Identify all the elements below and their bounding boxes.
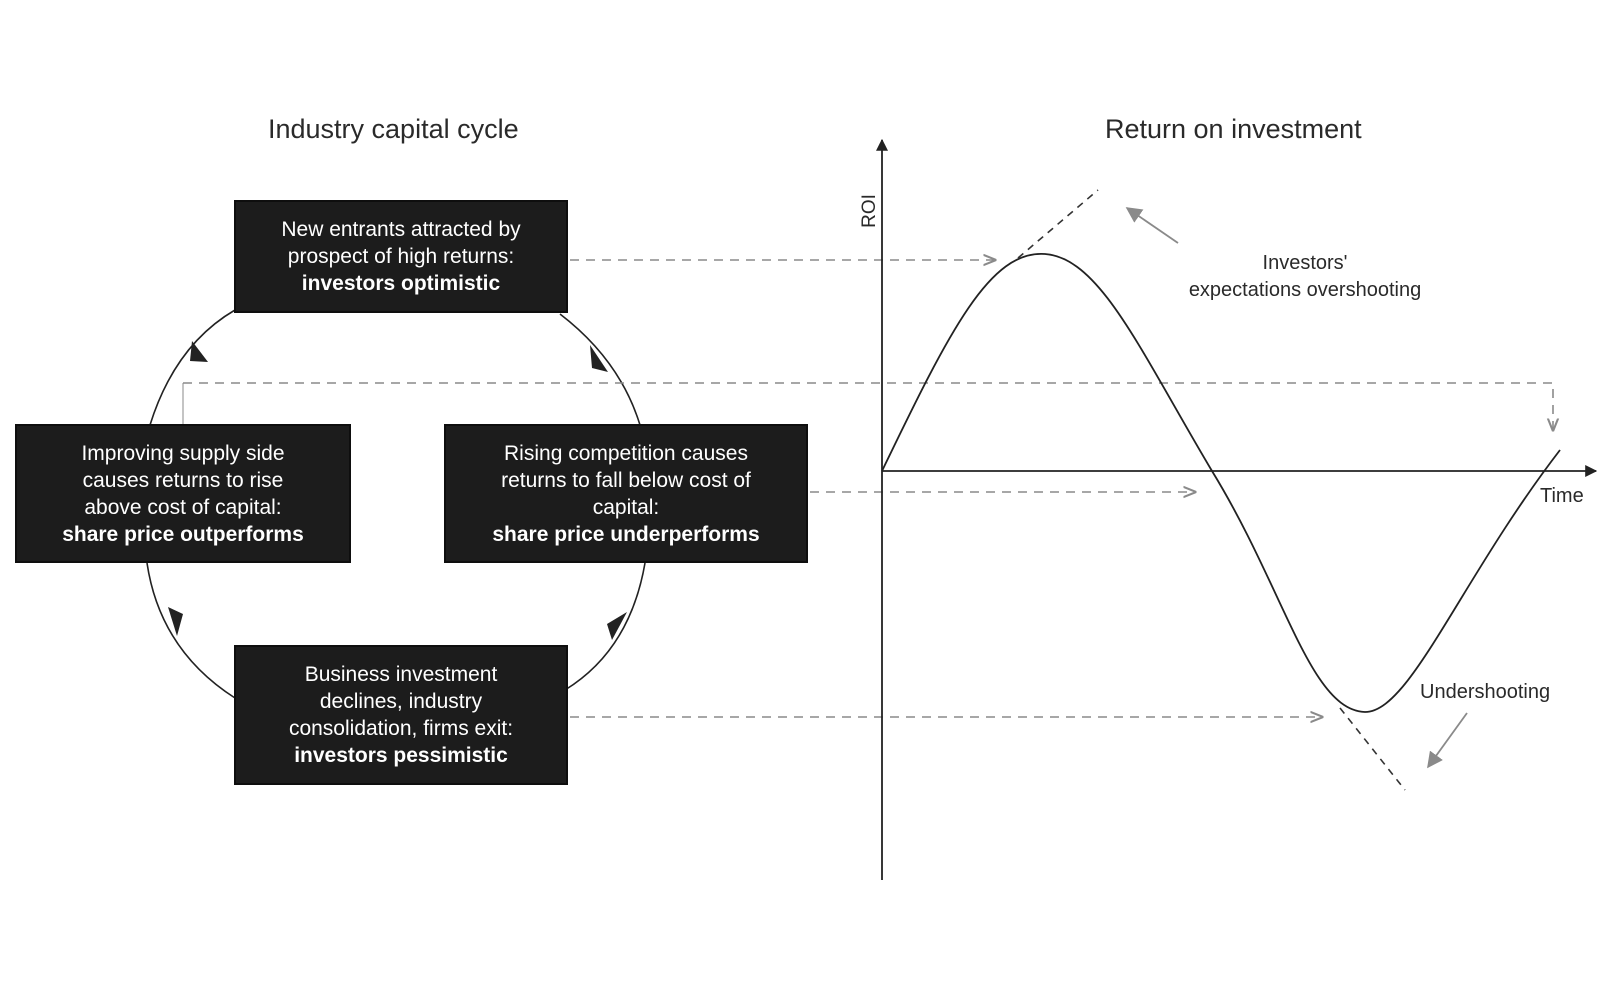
box-text-bold: share price outperforms xyxy=(62,522,304,546)
x-axis-label: Time xyxy=(1540,485,1584,507)
box-improving-supply: Improving supply side causes returns to … xyxy=(15,424,351,563)
box-new-entrants: New entrants attracted by prospect of hi… xyxy=(234,200,568,313)
right-panel-title: Return on investment xyxy=(1105,114,1362,144)
box-text-line: causes returns to rise xyxy=(82,468,284,492)
box-text-line: consolidation, firms exit: xyxy=(288,717,514,740)
undershoot-annotation: Undershooting xyxy=(1420,681,1551,703)
box-text-bold: investors pessimistic xyxy=(294,744,508,767)
box-text-bold: share price underperforms xyxy=(492,522,760,546)
undershoot-tangent xyxy=(1339,707,1406,791)
box-text-bold: investors optimistic xyxy=(301,272,501,295)
box-text-line: Rising competition causes xyxy=(504,441,748,465)
undershoot-arrow xyxy=(1427,712,1468,769)
box-text-line: Improving supply side xyxy=(81,441,285,465)
overshoot-arrow xyxy=(1125,207,1179,244)
overshoot-tangent xyxy=(1017,189,1099,259)
cycle-arc-right-bottom xyxy=(564,562,646,691)
cycle-arrowhead-1 xyxy=(590,345,608,372)
dashed-left-loop xyxy=(183,382,1553,430)
y-axis-label: ROI xyxy=(859,194,880,228)
overshoot-line-1: Investors' xyxy=(1262,252,1348,274)
overshoot-annotation: Investors' expectations overshooting xyxy=(1175,250,1435,304)
roi-curve xyxy=(881,253,1561,713)
left-panel-title: Industry capital cycle xyxy=(268,114,519,144)
box-text-line: above cost of capital: xyxy=(84,495,282,519)
cycle-arc-left-top xyxy=(149,309,236,426)
overshoot-line-2: expectations overshooting xyxy=(1188,279,1422,301)
box-text-line: prospect of high returns: xyxy=(287,245,515,268)
box-business-investment: Business investment declines, industry c… xyxy=(234,645,568,785)
box-text-line: capital: xyxy=(592,495,660,519)
box-text-line: New entrants attracted by xyxy=(281,218,521,241)
box-text-line: Business investment xyxy=(304,663,498,686)
cycle-arc-bottom-left xyxy=(146,562,236,699)
box-rising-competition: Rising competition causes returns to fal… xyxy=(444,424,808,563)
cycle-arrowhead-3 xyxy=(168,607,183,636)
box-text-line: returns to fall below cost of xyxy=(501,468,751,492)
cycle-arc-top-right xyxy=(559,313,641,426)
cycle-arrowhead-4 xyxy=(190,341,208,362)
box-text-line: declines, industry xyxy=(319,690,483,713)
cycle-arrowhead-2 xyxy=(607,612,627,640)
